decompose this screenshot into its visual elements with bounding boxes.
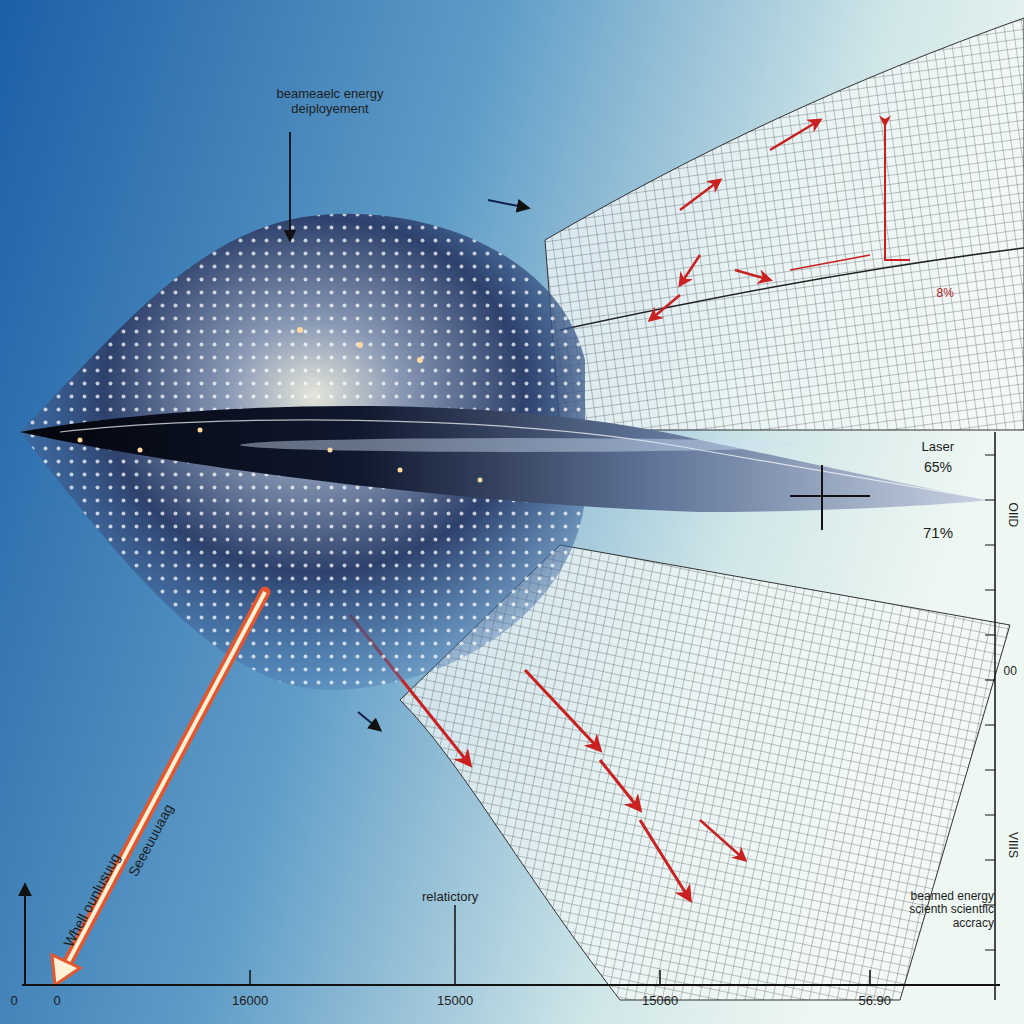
axis-tick xyxy=(985,455,995,950)
axis-label: VIIIS xyxy=(1005,832,1019,858)
red-arrow xyxy=(680,180,720,210)
callout-label: beameaelc energy deiployement xyxy=(260,87,400,117)
red-arrow xyxy=(640,820,690,900)
axis-label: 00 xyxy=(1004,665,1017,679)
axis-tick xyxy=(250,905,870,985)
percent-value: 71% xyxy=(923,524,953,541)
laser-beam xyxy=(68,592,265,962)
beam-glow xyxy=(240,438,800,452)
percent-value: 8% xyxy=(937,287,954,301)
axis-number: 56.90 xyxy=(859,994,892,1009)
rotated-label: Whell ounlusuug xyxy=(60,851,123,950)
axis-number: 15060 xyxy=(642,994,678,1009)
right-axis xyxy=(994,432,996,1000)
glow-dots xyxy=(78,327,483,483)
grid-curve xyxy=(560,248,1024,330)
red-arrow xyxy=(735,270,770,280)
grid-panel xyxy=(545,18,1024,430)
red-arrow xyxy=(525,670,600,750)
red-arrow xyxy=(700,820,745,860)
rotated-label: Seeeuuuaag xyxy=(124,801,175,879)
laser-core xyxy=(68,592,265,962)
note-label: beamed energy scienth scientfic accracy xyxy=(876,890,994,931)
axis-number: 15000 xyxy=(437,994,473,1009)
beam-streak xyxy=(60,420,990,500)
crosshair xyxy=(790,465,870,530)
axis-number: 16000 xyxy=(232,994,268,1009)
x-axis xyxy=(22,984,1000,986)
small-arrow xyxy=(358,712,380,730)
red-arrow xyxy=(770,120,820,150)
y-axis xyxy=(24,885,26,985)
beam-label: Laser xyxy=(922,440,955,455)
red-mark xyxy=(790,255,870,270)
axis-number: 0 xyxy=(54,994,61,1009)
red-arrow xyxy=(600,760,640,810)
red-arrow xyxy=(680,255,700,285)
red-arrow xyxy=(650,295,680,320)
pointer-arrow xyxy=(289,132,291,240)
axis-number: 0 xyxy=(11,994,18,1009)
axis-label: relatictory xyxy=(422,890,478,905)
small-arrow xyxy=(488,200,528,208)
grid-panel xyxy=(545,18,1024,430)
red-arrow xyxy=(885,125,910,260)
axis-label: OIID xyxy=(1005,503,1019,528)
percent-value: 65% xyxy=(924,459,952,475)
laser-head xyxy=(52,955,80,985)
